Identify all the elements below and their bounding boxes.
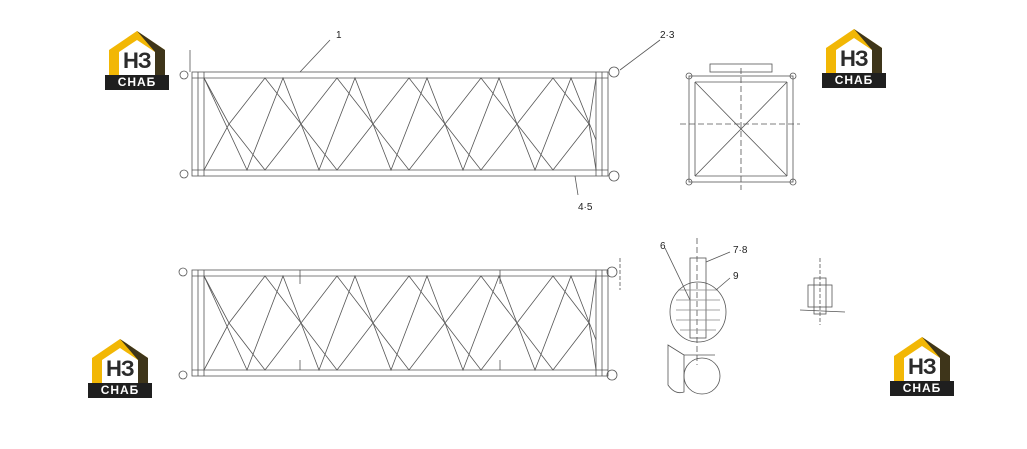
callout-7-8: 7·8 xyxy=(733,245,748,256)
brand-logo: НЗ СНАБ xyxy=(890,334,954,398)
logo-letters: НЗ xyxy=(840,46,869,71)
logo-band: СНАБ xyxy=(822,73,886,88)
brand-logo: НЗ СНАБ xyxy=(88,336,152,400)
section-detail xyxy=(664,238,731,395)
truss-end-view xyxy=(680,63,800,190)
callout-4-5: 4·5 xyxy=(578,202,593,213)
house-icon xyxy=(109,31,165,78)
logo-band: СНАБ xyxy=(890,381,954,396)
house-icon xyxy=(92,339,148,386)
logo-letters: НЗ xyxy=(123,48,152,73)
brand-logo: НЗ СНАБ xyxy=(105,28,169,92)
house-icon xyxy=(826,29,882,76)
logo-letters: НЗ xyxy=(908,354,937,379)
logo-letters: НЗ xyxy=(106,356,135,381)
callout-9: 9 xyxy=(733,271,739,282)
truss-side-view xyxy=(178,258,621,381)
truss-top-view xyxy=(179,39,661,196)
pin-detail xyxy=(799,258,846,325)
callout-6: 6 xyxy=(660,241,666,252)
logo-band: СНАБ xyxy=(88,383,152,398)
logo-band: СНАБ xyxy=(105,75,169,90)
house-icon xyxy=(894,337,950,384)
callout-1: 1 xyxy=(336,30,342,41)
brand-logo: НЗ СНАБ xyxy=(822,26,886,90)
callout-2-3: 2·3 xyxy=(660,30,675,41)
